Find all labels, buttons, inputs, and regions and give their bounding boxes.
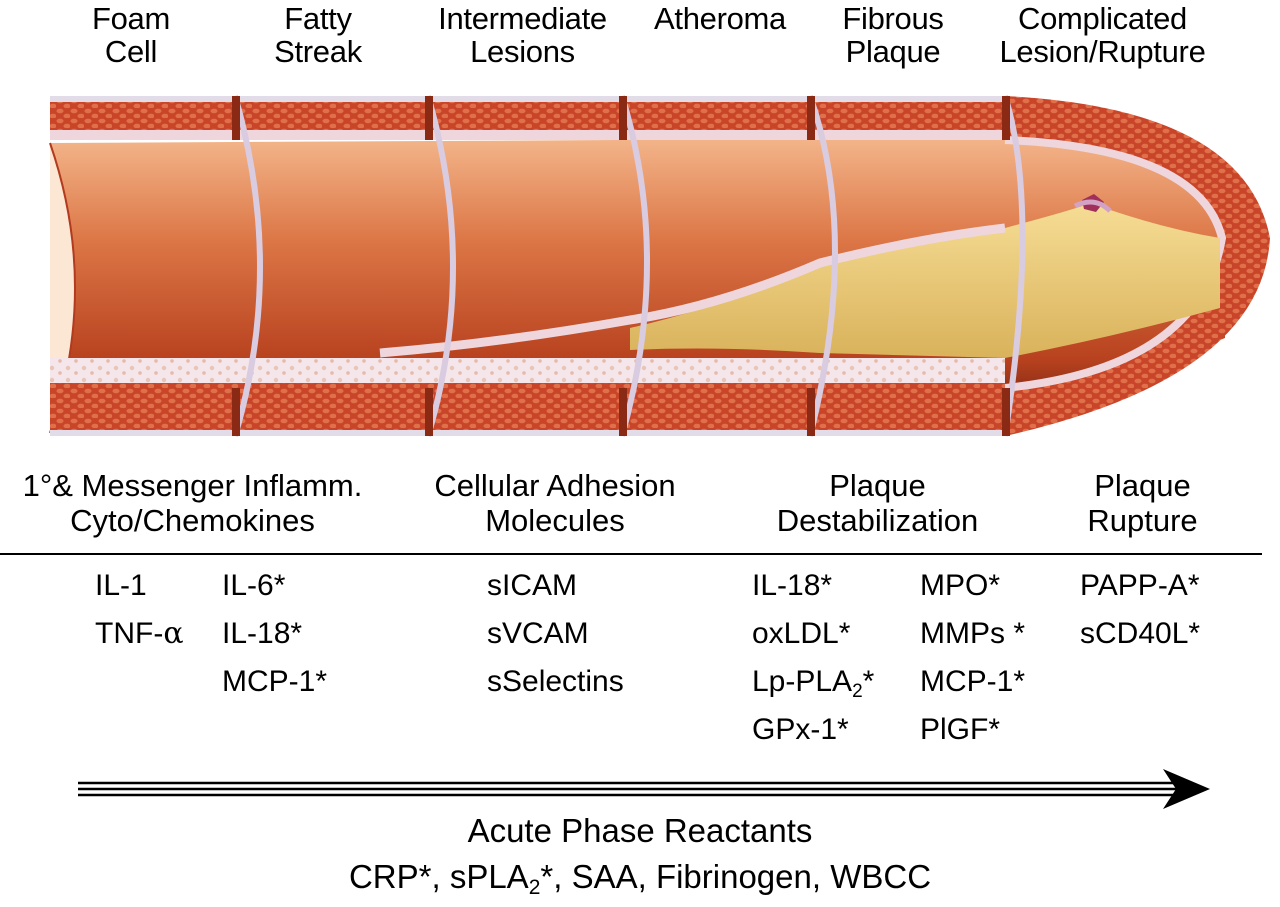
marker: sSelectins	[487, 665, 624, 698]
category-adhesion: Cellular Adhesion Molecules	[434, 468, 676, 538]
acute-phase-list: CRP*, sPLA2*, SAA, Fibrinogen, WBCC	[348, 858, 932, 899]
stage-label-fibrous-plaque: Fibrous Plaque	[842, 1, 944, 69]
marker: MCP-1*	[920, 665, 1026, 698]
stage-label-fatty-streak: Fatty Streak	[274, 1, 362, 69]
cytokine-markers-col2: IL-6* IL-18* MCP-1*	[222, 562, 327, 706]
stage-label-foam-cell: Foam Cell	[91, 1, 171, 69]
marker: IL-18*	[222, 617, 303, 650]
marker-lppla2: Lp-PLA2*	[752, 665, 875, 702]
category-destabilization: Plaque Destabilization	[776, 468, 979, 538]
segment-divider	[232, 95, 263, 437]
marker: oxLDL*	[752, 617, 851, 650]
destab-markers-col2: MPO* MMPs * MCP-1* PlGF*	[920, 562, 1025, 754]
adhesion-markers: sICAM sVCAM sSelectins	[487, 562, 624, 706]
marker: IL-1	[95, 569, 147, 602]
segment-divider	[807, 95, 838, 437]
stage-label-complicated-lesion: Complicated Lesion/Rupture	[999, 1, 1206, 69]
marker: sVCAM	[487, 617, 589, 650]
progression-arrow	[78, 769, 1210, 809]
stage-label-intermediate-lesions: Intermediate Lesions	[438, 1, 607, 69]
marker: MMPs *	[920, 617, 1025, 650]
marker-tnf: TNF-α	[95, 616, 184, 651]
plaque-core	[630, 203, 1220, 358]
divider-line	[0, 553, 1262, 555]
marker: sCD40L*	[1080, 617, 1201, 650]
marker: GPx-1*	[752, 713, 849, 746]
acute-phase-title: Acute Phase Reactants	[467, 812, 813, 849]
category-rupture: Plaque Rupture	[1087, 468, 1198, 538]
marker: sICAM	[487, 569, 577, 602]
marker: MCP-1*	[222, 665, 328, 698]
rupture-markers: PAPP-A* sCD40L*	[1080, 562, 1200, 658]
category-cytokines: 1°& Messenger Inflamm. Cyto/Chemokines	[22, 468, 363, 538]
stage-label-atheroma: Atheroma	[654, 1, 786, 36]
marker: IL-6*	[222, 569, 286, 602]
segment-divider	[425, 95, 456, 437]
marker: PlGF*	[920, 713, 1001, 746]
cytokine-markers-col1: IL-1 TNF-α	[95, 562, 184, 658]
marker: PAPP-A*	[1080, 569, 1200, 602]
segment-divider	[619, 95, 650, 437]
artery-illustration	[49, 95, 1270, 437]
marker: IL-18*	[752, 569, 833, 602]
marker: MPO*	[920, 569, 1001, 602]
destab-markers-col1: IL-18* oxLDL* Lp-PLA2* GPx-1*	[752, 562, 874, 754]
segment-divider	[1002, 95, 1026, 437]
